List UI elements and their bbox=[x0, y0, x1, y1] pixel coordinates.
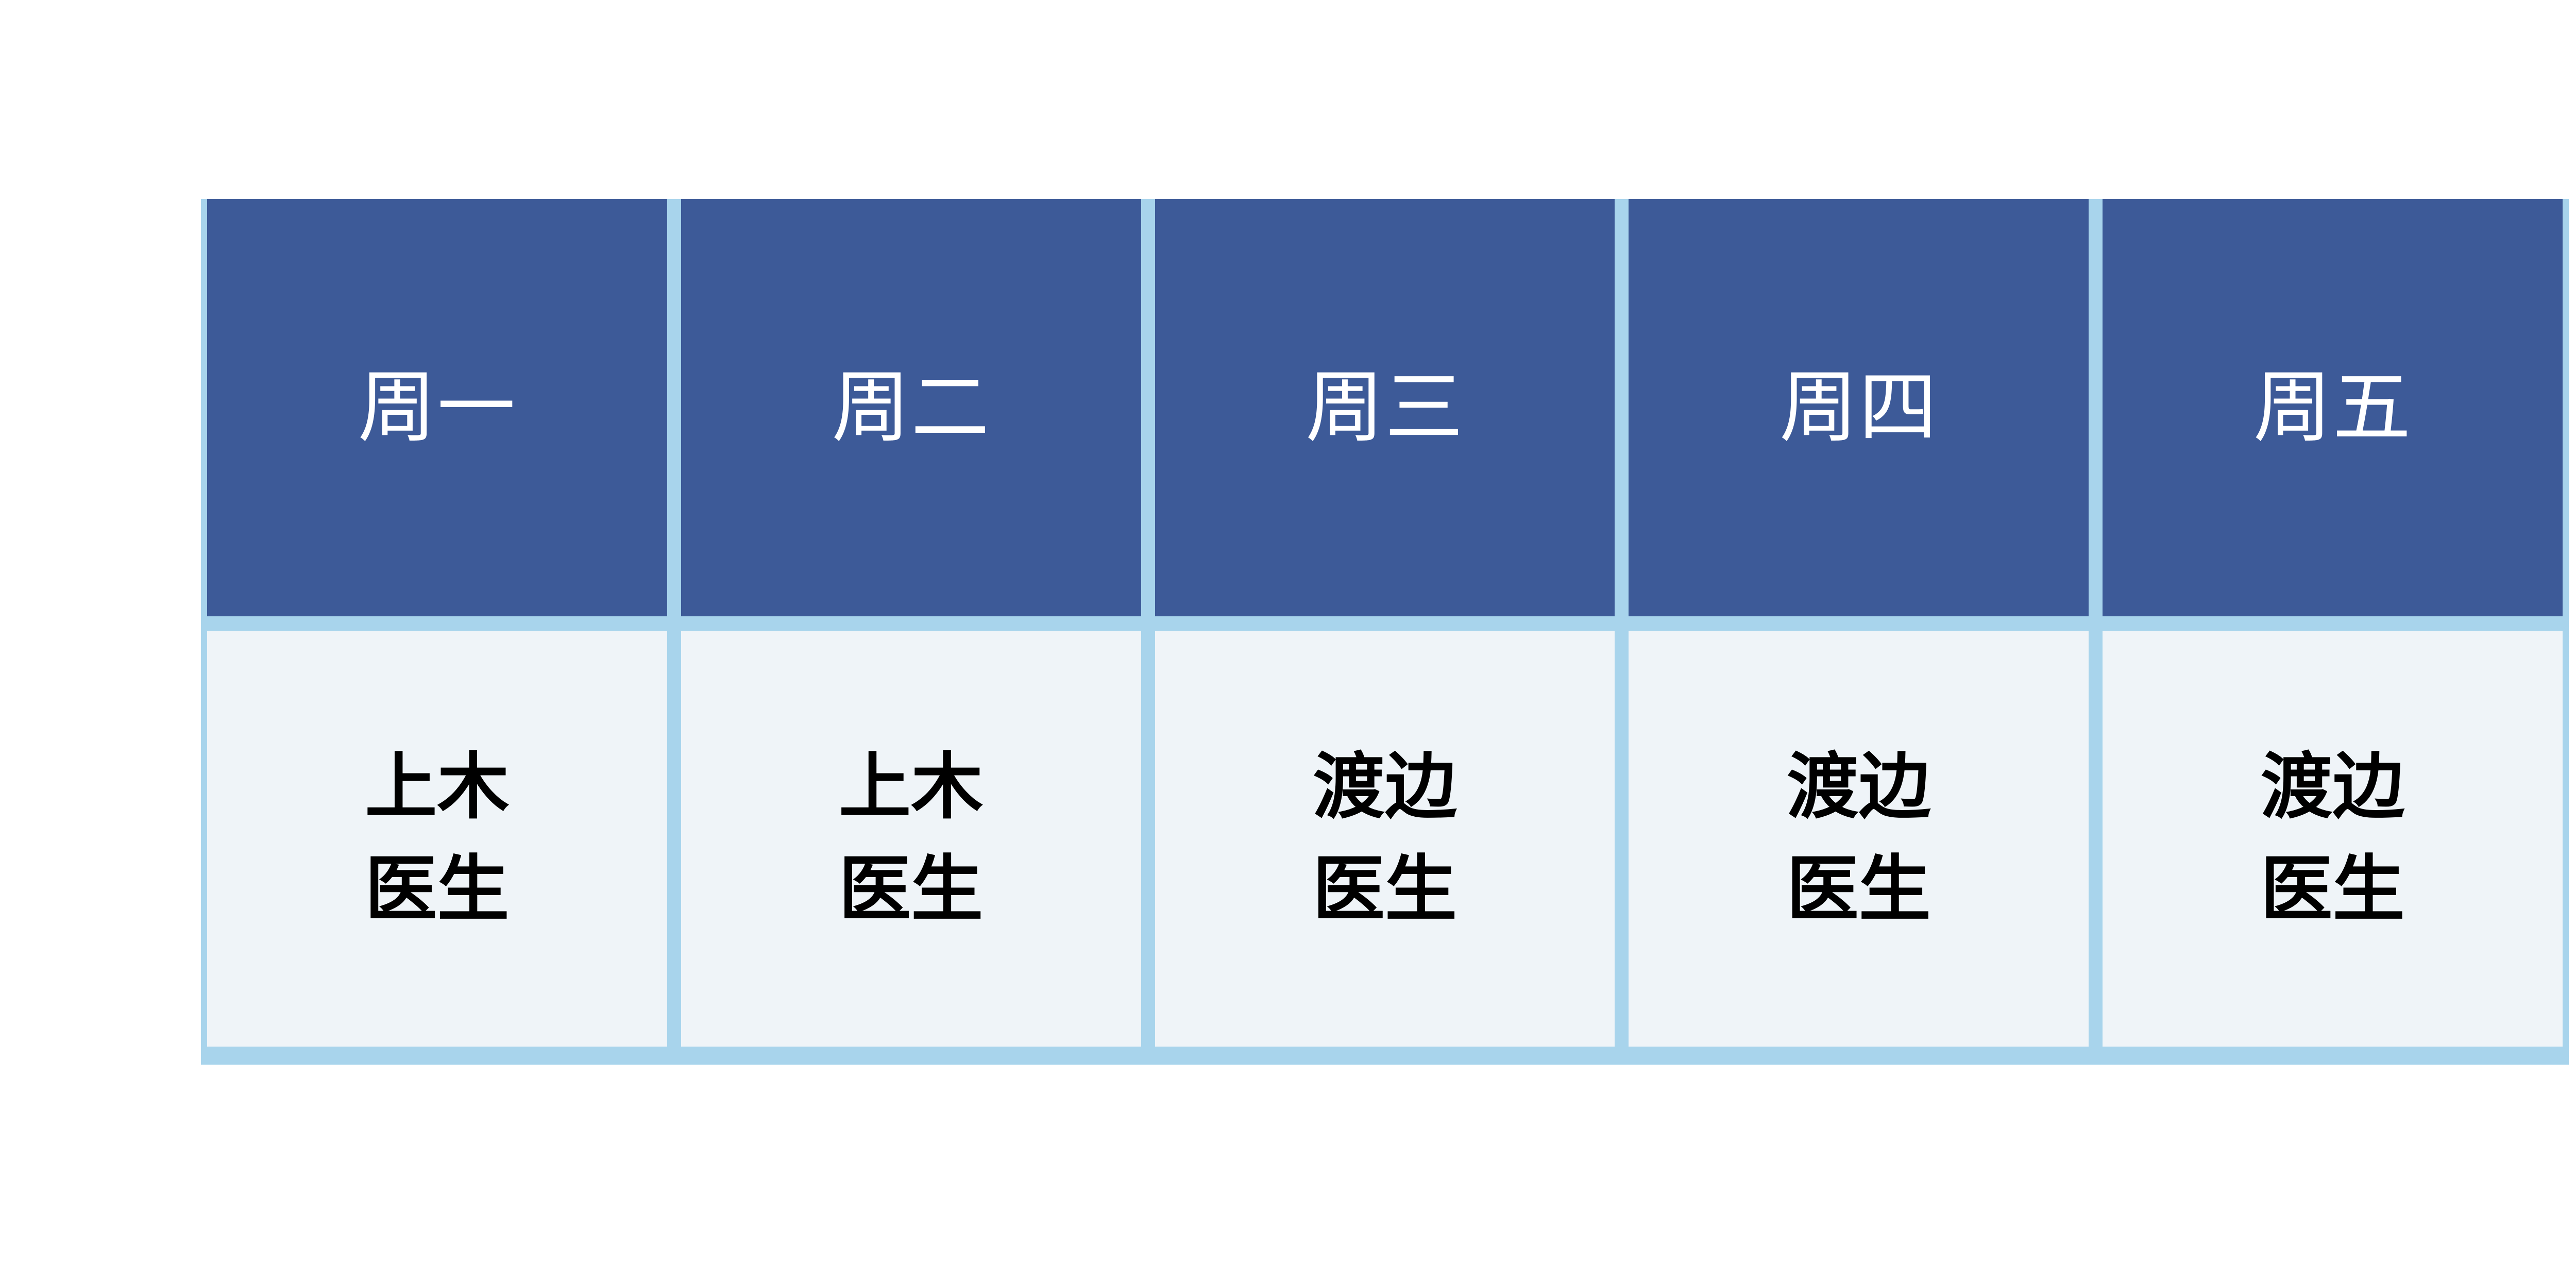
doctor-name-friday: 渡边 医生 bbox=[2260, 745, 2405, 932]
table-body-cell-wednesday[interactable]: 渡边 医生 bbox=[1155, 631, 1615, 1047]
table-body-cell-thursday[interactable]: 渡边 医生 bbox=[1629, 631, 2089, 1047]
doctor-name-monday: 上木 医生 bbox=[365, 745, 510, 932]
header-label-wednesday: 周三 bbox=[1305, 362, 1464, 453]
table-header-cell-friday[interactable]: 周五 bbox=[2103, 199, 2563, 616]
table-body-cell-tuesday[interactable]: 上木 医生 bbox=[681, 631, 1141, 1047]
table-body-cell-friday[interactable]: 渡边 医生 bbox=[2103, 631, 2563, 1047]
doctor-name-tuesday: 上木 医生 bbox=[839, 745, 984, 932]
header-label-monday: 周一 bbox=[358, 362, 517, 453]
table-header-cell-wednesday[interactable]: 周三 bbox=[1155, 199, 1615, 616]
table-header-cell-thursday[interactable]: 周四 bbox=[1629, 199, 2089, 616]
header-label-friday: 周五 bbox=[2253, 362, 2412, 453]
table-header-row: 周一 周二 周三 周四 周五 bbox=[207, 199, 2563, 616]
header-label-thursday: 周四 bbox=[1779, 362, 1938, 453]
table-body-cell-monday[interactable]: 上木 医生 bbox=[207, 631, 667, 1047]
header-label-tuesday: 周二 bbox=[832, 362, 991, 453]
header-body-divider bbox=[207, 616, 2563, 631]
table-header-cell-monday[interactable]: 周一 bbox=[207, 199, 667, 616]
doctor-name-wednesday: 渡边 医生 bbox=[1312, 745, 1457, 932]
table-body-row: 上木 医生 上木 医生 渡边 医生 渡边 医生 渡边 医生 bbox=[207, 631, 2563, 1047]
weekly-duty-schedule-table: 周一 周二 周三 周四 周五 上木 医生 上木 医生 bbox=[201, 199, 2569, 1065]
doctor-name-thursday: 渡边 医生 bbox=[1786, 745, 1931, 932]
table-header-cell-tuesday[interactable]: 周二 bbox=[681, 199, 1141, 616]
